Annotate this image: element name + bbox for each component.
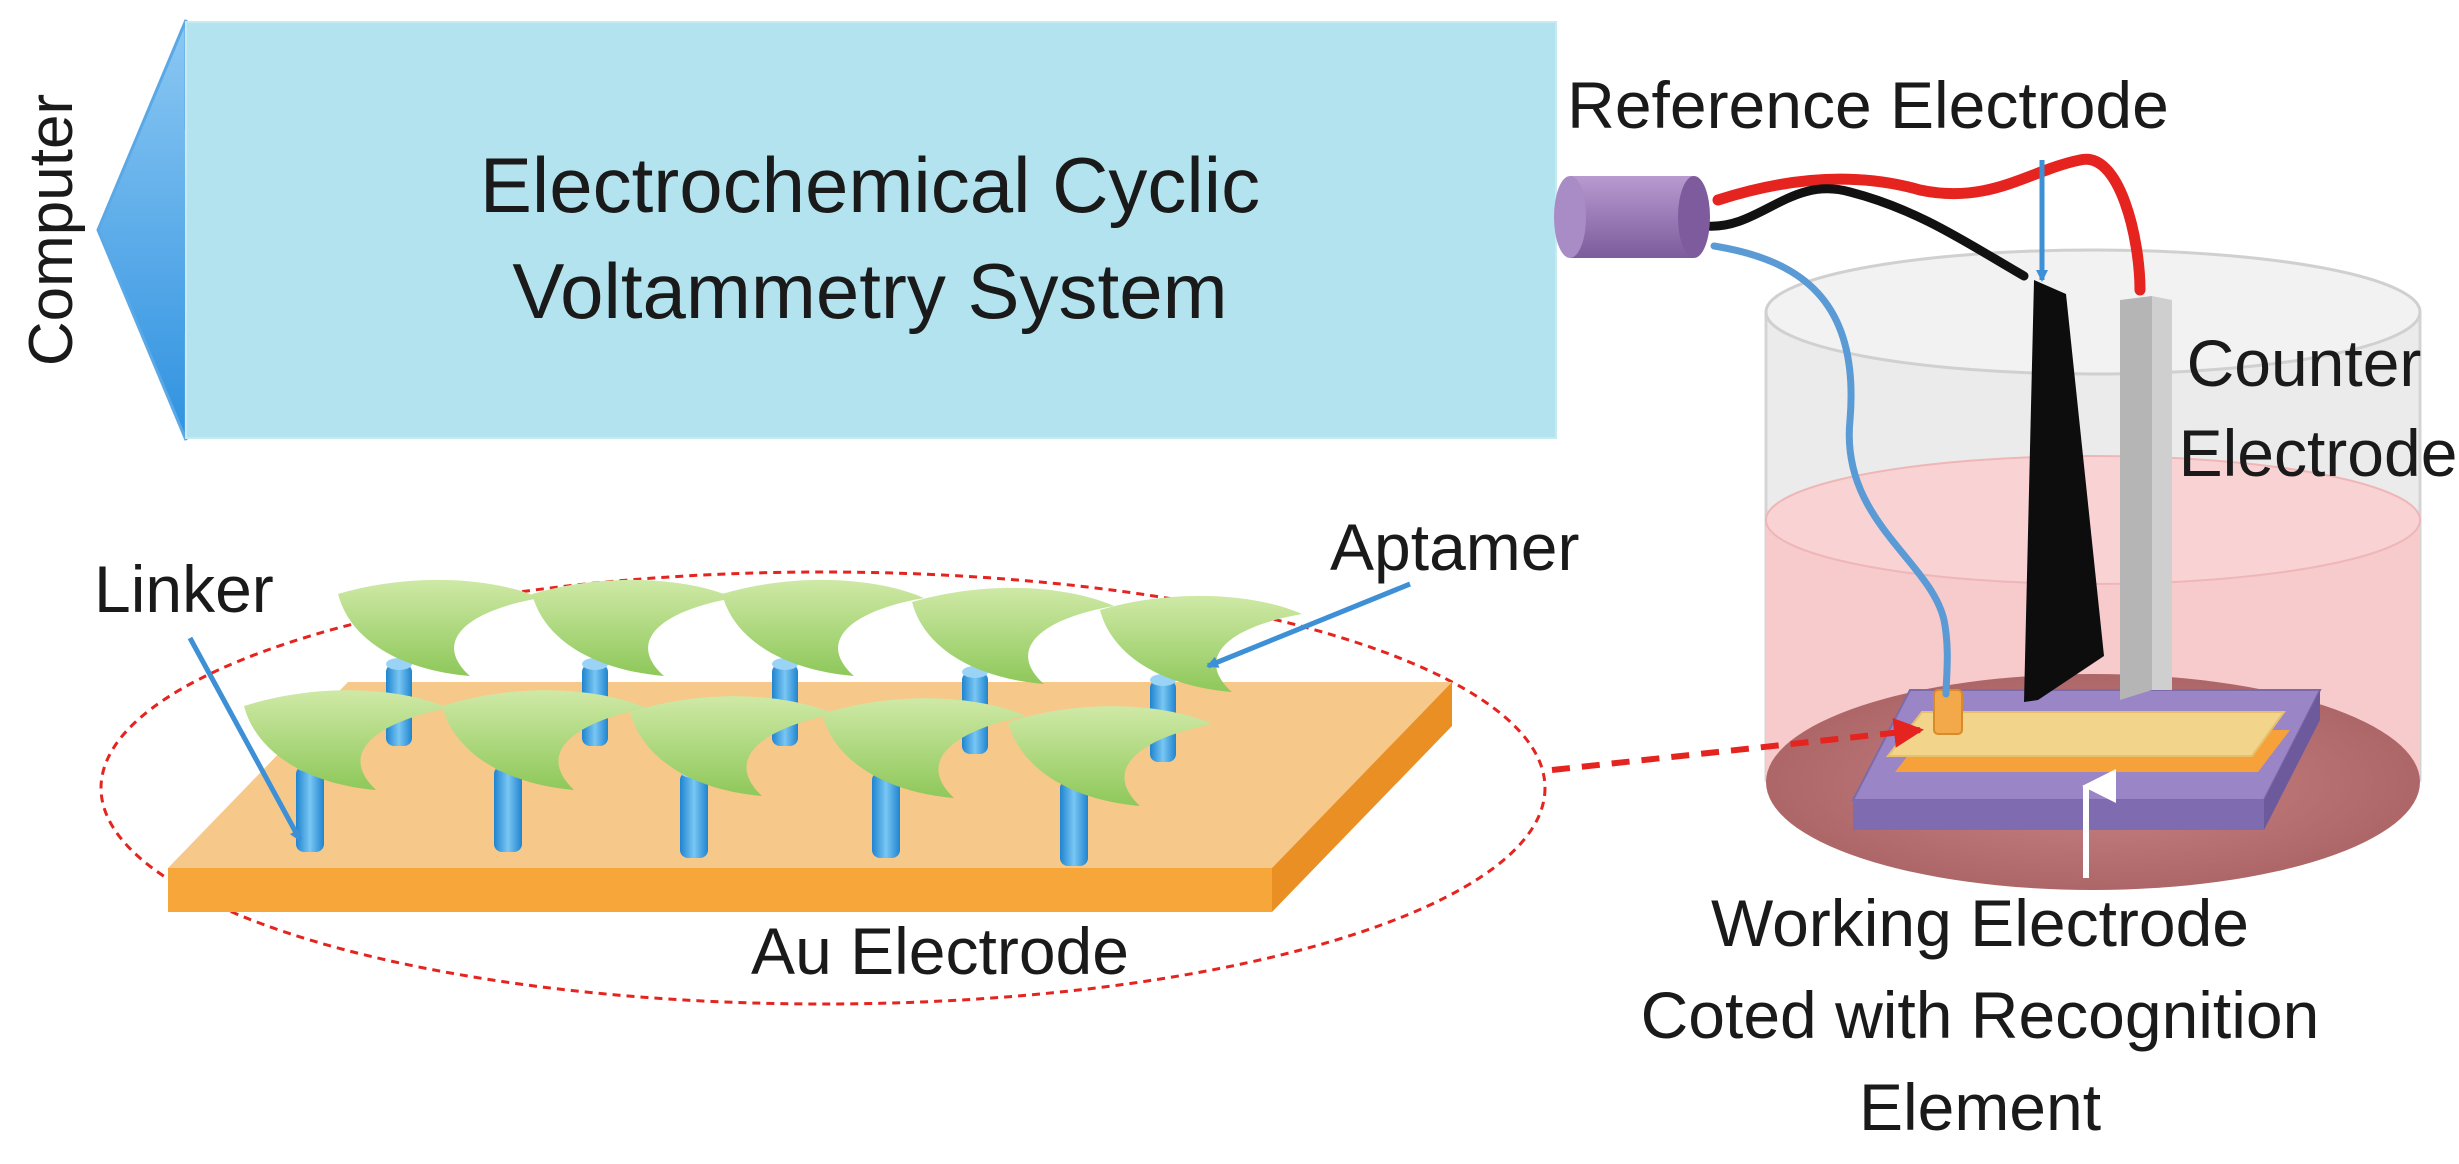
connector-right-face: [1678, 176, 1710, 258]
aptamer-label: Aptamer: [1330, 510, 1579, 584]
working-electrode-label-3: Element: [1859, 1070, 2101, 1144]
substrate-side: [2264, 690, 2320, 830]
system-box-line1: Electrochemical Cyclic: [480, 141, 1260, 229]
wire-red: [1712, 153, 2146, 296]
au-plate-front: [168, 868, 1272, 912]
aptamer: [822, 698, 1026, 798]
reference-electrode: [2024, 280, 2104, 702]
connector-left-face: [1554, 176, 1586, 258]
aptamer: [912, 587, 1114, 684]
working-electrode-label-1: Working Electrode: [1711, 886, 2249, 960]
system-box-line2: Voltammetry System: [512, 247, 1227, 335]
working-electrode-label-2: Coted with Recognition: [1641, 978, 2320, 1052]
counter-electrode-label-2: Electrode: [2179, 416, 2458, 490]
wire-black: [1701, 184, 2029, 281]
reference-electrode-label: Reference Electrode: [1567, 68, 2169, 142]
beaker-rim: [1764, 248, 2422, 376]
computer-label: Computer: [17, 94, 86, 366]
linker-pointer: [187, 636, 303, 842]
zoom-connector-arrow: [1551, 717, 1924, 773]
aptamer: [244, 690, 448, 790]
au-electrode-label: Au Electrode: [751, 914, 1129, 988]
aptamer: [338, 579, 540, 676]
zoom-ellipse: [99, 570, 1547, 1006]
aptamer: [1008, 706, 1212, 806]
wire-blue: [1710, 242, 1951, 698]
counter-electrode-label-1: Counter: [2187, 326, 2422, 400]
system-box: [185, 21, 1557, 439]
magnified-surface: [99, 570, 1924, 1006]
connector-body: [1570, 176, 1694, 258]
aptamer-row-front: [244, 690, 1212, 866]
aptamer: [1100, 595, 1302, 692]
aptamer-pointer: [1206, 581, 1411, 669]
au-plate-side: [1272, 682, 1452, 912]
counter-electrode: [2152, 296, 2172, 690]
counter-electrode-side: [2120, 296, 2152, 700]
electrochemical-cell: [1554, 153, 2422, 890]
plug-icon: [1554, 176, 1710, 258]
aptamer: [532, 579, 734, 676]
substrate-front: [1853, 800, 2264, 830]
aptamer: [442, 690, 646, 790]
aptamer: [722, 579, 924, 676]
linker-label: Linker: [94, 552, 274, 626]
aptamer: [630, 696, 834, 796]
